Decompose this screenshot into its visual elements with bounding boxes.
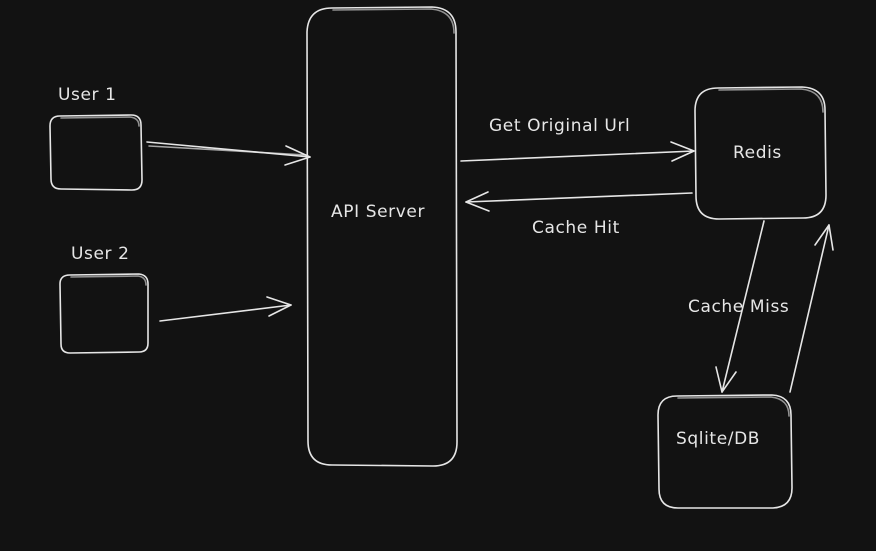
user-1-label: User 1 (58, 85, 117, 105)
cache-miss-arrow (715, 220, 765, 393)
cache-hit-arrow (465, 191, 693, 212)
db-label: Sqlite/DB (676, 429, 760, 449)
user-2-node: User 2 (59, 244, 149, 354)
db-to-redis-arrow (789, 224, 834, 393)
redis-node: Redis (694, 86, 827, 220)
api-server-label: API Server (331, 202, 425, 222)
api-server-node: API Server (306, 6, 458, 467)
db-node: Sqlite/DB (657, 394, 793, 509)
user-2-label: User 2 (71, 244, 130, 264)
user1-to-api-arrow (146, 141, 311, 166)
user2-to-api-arrow (159, 296, 292, 322)
cache-hit-label: Cache Hit (532, 218, 620, 238)
redis-label: Redis (733, 143, 782, 163)
get-original-url-arrow (460, 141, 695, 162)
get-original-url-label: Get Original Url (489, 116, 630, 136)
user-1-node: User 1 (49, 85, 143, 191)
cache-miss-label: Cache Miss (688, 297, 789, 317)
